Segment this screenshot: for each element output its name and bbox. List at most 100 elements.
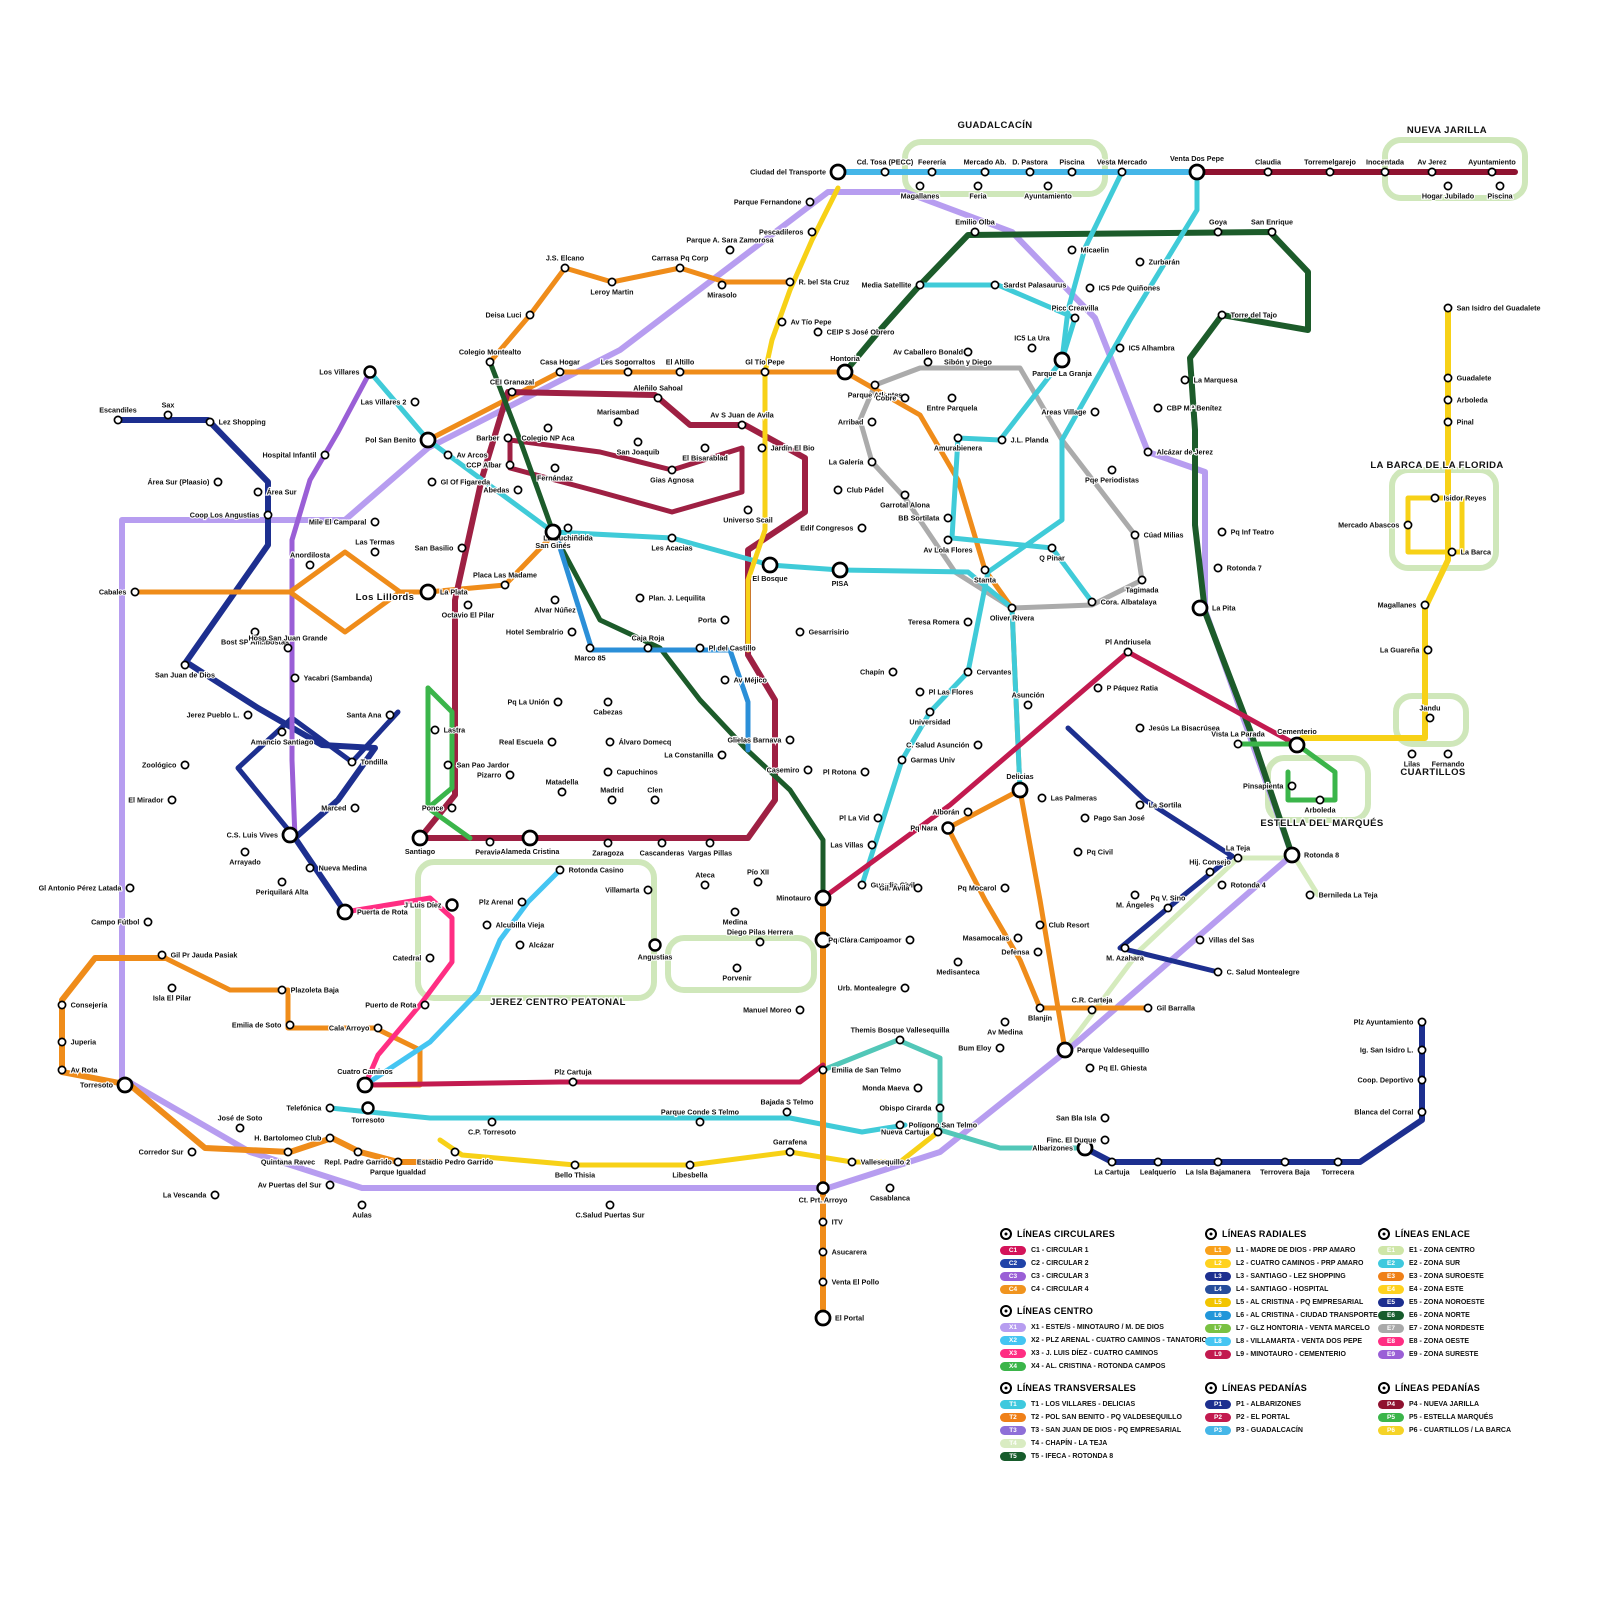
transit-line-E3 <box>945 787 1151 1011</box>
line-color-chip: P2 <box>1205 1413 1231 1422</box>
station-label: Bello Thisia <box>555 1171 596 1180</box>
station-dot <box>1217 880 1227 890</box>
station-label: Colegio NP Aca <box>521 434 575 443</box>
station-label: San Bla Isla <box>1056 1114 1097 1123</box>
station-dot <box>963 667 973 677</box>
station-dot <box>325 1133 335 1143</box>
station-label: Parque Fernandone <box>734 198 802 207</box>
station-dot <box>814 889 832 907</box>
station-label: Aulas <box>352 1211 372 1220</box>
station-dot <box>521 829 539 847</box>
station-label: Garmas Univ <box>911 756 955 765</box>
station-dot <box>356 1076 374 1094</box>
legend-group-title: LÍNEAS CIRCULARES <box>1017 1229 1115 1239</box>
station-dot <box>553 697 563 707</box>
station-dot <box>1076 1139 1094 1157</box>
station-dot <box>785 277 795 287</box>
station-dot <box>605 737 615 747</box>
station-dot <box>1093 683 1103 693</box>
station-label: Las Palmeras <box>1051 794 1097 803</box>
station-label: José de Soto <box>218 1113 263 1122</box>
station-dot <box>1283 846 1301 864</box>
station-dot <box>180 660 190 670</box>
station-label: Parque Conde S Telmo <box>661 1107 740 1116</box>
station-label: R. bel Sta Cruz <box>799 278 850 287</box>
station-dot <box>725 245 735 255</box>
line-color-chip: P5 <box>1378 1413 1404 1422</box>
station-label: Hontoria <box>830 354 861 363</box>
legend-item-label: L7 - GLZ HONTORIA - VENTA MARCELO <box>1236 1325 1370 1332</box>
station-dot <box>560 263 570 273</box>
legend-item-label: L9 - MINOTAURO - CEMENTERIO <box>1236 1351 1346 1358</box>
station-dot <box>603 838 613 848</box>
station-label: ITV <box>832 1218 843 1227</box>
station-dot <box>900 983 910 993</box>
station-label: Quintana Ravec <box>261 1158 315 1167</box>
station-dot <box>443 760 453 770</box>
station-label: Bajada S Telmo <box>761 1097 815 1106</box>
station-label: Diego Pilas Herrera <box>727 927 794 936</box>
station-dot <box>605 1200 615 1210</box>
legend-item-label: E7 - ZONA NORDESTE <box>1409 1325 1485 1332</box>
legend-item-label: L1 - MADRE DE DIOS - PRP AMARO <box>1236 1247 1356 1254</box>
station-dot <box>613 417 623 427</box>
station-dot <box>818 1277 828 1287</box>
station-label: Venta Dos Pepe <box>1170 154 1224 163</box>
station-dot <box>785 1147 795 1157</box>
station-dot <box>57 1037 67 1047</box>
station-dot <box>860 767 870 777</box>
station-label: Periquilará Alta <box>256 888 309 897</box>
legend-item-label: C3 - CIRCULAR 3 <box>1031 1273 1089 1280</box>
station-dot <box>675 367 685 377</box>
line-color-chip: T3 <box>1000 1426 1026 1435</box>
station-label: Entre Parquela <box>927 404 979 413</box>
station-dot <box>113 415 123 425</box>
legend-group-header: LÍNEAS CENTRO <box>1000 1305 1200 1317</box>
station-dot <box>831 561 849 579</box>
station-dot <box>1000 1017 1010 1027</box>
station-label: Urb. Montealegre <box>838 984 897 993</box>
station-dot <box>263 510 273 520</box>
legend-group-title: LÍNEAS PEDANÍAS <box>1395 1383 1481 1393</box>
station-dot <box>180 760 190 770</box>
station-label: Caja Roja <box>632 633 666 642</box>
station-dot <box>325 1103 335 1113</box>
station-label: Gl Antonio Pérez Latada <box>39 884 123 893</box>
station-dot <box>1085 1063 1095 1073</box>
station-label: J Luis Díez <box>404 901 442 910</box>
station-dot <box>353 1147 363 1157</box>
station-dot <box>1443 373 1453 383</box>
station-dot <box>813 327 823 337</box>
station-label: Pq El. Ghiesta <box>1099 1064 1148 1073</box>
station-dot <box>1135 257 1145 267</box>
station-label: Mercado Abascos <box>1338 521 1399 530</box>
station-label: C. Salud Asunción <box>906 741 969 750</box>
station-dot <box>857 523 867 533</box>
station-dot <box>503 433 513 443</box>
station-label: Villas del Sas <box>1209 936 1255 945</box>
station-label: Club Pádel <box>847 486 884 495</box>
station-dot <box>570 1160 580 1170</box>
station-label: El Bisarablad <box>682 454 728 463</box>
station-dot <box>550 463 560 473</box>
station-label: Cd. Tosa (PECC) <box>857 157 914 166</box>
station-dot <box>603 767 613 777</box>
station-label: La Pita <box>1212 604 1237 613</box>
station-label: Matadella <box>546 777 580 786</box>
transit-line-C1c <box>362 1062 826 1088</box>
station-label: Cobre <box>876 394 897 403</box>
station-label: Campo Fútbol <box>91 918 139 927</box>
station-dot <box>1380 167 1390 177</box>
station-dot <box>1023 700 1033 710</box>
line-color-chip: L6 <box>1205 1311 1231 1320</box>
